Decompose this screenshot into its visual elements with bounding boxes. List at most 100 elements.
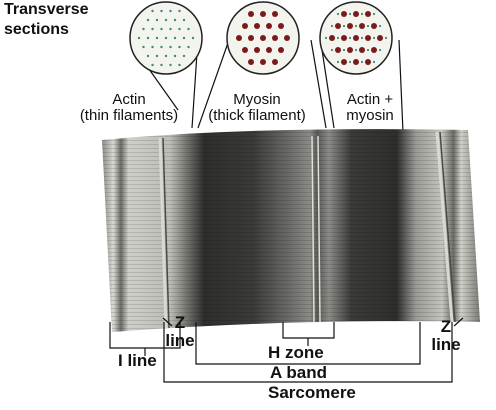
- myosin-filament-dot: [278, 23, 284, 29]
- actin-filament-dot: [178, 45, 181, 49]
- actin-filament-dot: [160, 27, 163, 31]
- myosin-filament-dot: [248, 35, 254, 41]
- actin-filament-dot: [372, 60, 376, 64]
- myosin-filament-dot: [353, 35, 359, 41]
- z-line-right: [435, 131, 454, 323]
- actin-filament-dot: [354, 48, 358, 52]
- z-line-right-label: Z line: [426, 318, 466, 354]
- actin-filament-dot: [169, 27, 172, 31]
- actin-filament-dot: [372, 12, 376, 16]
- actin-filament-dot: [348, 60, 352, 64]
- actin-filament-dot: [182, 54, 186, 58]
- actin-filament-dot: [146, 18, 150, 22]
- myosin-filament-dot: [266, 23, 272, 29]
- actin-filament-dot: [384, 36, 388, 40]
- myosin-filament-dot: [272, 35, 278, 41]
- myosin-filament-dot: [254, 47, 260, 53]
- actin-filament-dot: [336, 36, 340, 40]
- actin-filament-dot: [372, 36, 376, 40]
- myosin-label: Myosin (thick filament): [192, 92, 322, 124]
- actin-filament-dot: [160, 9, 163, 13]
- myosin-filament-dot: [353, 59, 359, 65]
- myosin-filament-dot: [347, 47, 353, 53]
- myosin-filament-dot: [236, 35, 242, 41]
- myosin-filament-dot: [272, 59, 278, 65]
- cross-section-actin-myosin: [319, 1, 393, 75]
- actin-myosin-label: Actin + myosin: [330, 92, 410, 124]
- myosin-filament-dot: [278, 47, 284, 53]
- actin-filament-dot: [142, 45, 145, 49]
- actin-filament-dot: [330, 48, 334, 52]
- actin-filament-dot: [348, 36, 352, 40]
- actin-filament-dot: [330, 24, 334, 28]
- actin-filament-dot: [146, 36, 150, 40]
- actin-filament-dot: [342, 48, 346, 52]
- actin-filament-dot: [137, 36, 141, 40]
- myosin-filament-dot: [341, 35, 347, 41]
- actin-filament-dot: [169, 63, 172, 67]
- myosin-label-line-1: Myosin: [233, 91, 281, 108]
- myosin-filament-dot: [284, 35, 290, 41]
- myosin-filament-dot: [341, 11, 347, 17]
- actin-filament-dot: [173, 54, 177, 58]
- myosin-filament-dot: [260, 59, 266, 65]
- actin-filament-dot: [366, 24, 370, 28]
- z-line-left-label-line-1: Z: [174, 313, 186, 332]
- myosin-filament-dot: [272, 11, 278, 17]
- title-line-1: Transverse: [4, 1, 89, 18]
- myosin-filament-dot: [365, 35, 371, 41]
- actin-filament-dot: [169, 9, 172, 13]
- actin-filament-dot: [342, 24, 346, 28]
- actin-filament-dot: [160, 45, 163, 49]
- band-brackets: [109, 317, 464, 383]
- cross-section-actin: [129, 1, 203, 75]
- actin-filament-dot: [151, 63, 154, 67]
- sarcomere-label: Sarcomere: [268, 383, 356, 402]
- actin-filament-dot: [164, 36, 168, 40]
- title-line-2: sections: [4, 21, 69, 38]
- sarcomere-micrograph: [102, 129, 480, 332]
- actin-filament-dot: [178, 9, 181, 13]
- actin-filament-dot: [155, 54, 159, 58]
- z-line-right-label-line-2: line: [431, 334, 461, 354]
- actin-filament-dot: [164, 18, 168, 22]
- myosin-filament-dot: [260, 35, 266, 41]
- actin-filament-dot: [191, 36, 195, 40]
- actin-filament-dot: [169, 45, 172, 49]
- myosin-filament-dot: [353, 11, 359, 17]
- actin-label-line-1: Actin: [112, 91, 146, 108]
- actin-filament-dot: [336, 60, 340, 64]
- actin-filament-dot: [378, 24, 382, 28]
- actin-label-line-2: (thin filaments): [79, 106, 179, 124]
- actin-filament-dot: [366, 48, 370, 52]
- actin-filament-dot: [178, 27, 181, 31]
- myosin-filament-dot: [365, 59, 371, 65]
- actin-filament-dot: [155, 18, 159, 22]
- i-line-label: I line: [118, 351, 157, 370]
- myosin-filament-dot: [248, 11, 254, 17]
- actin-filament-dot: [360, 60, 364, 64]
- myosin-filament-dot: [377, 35, 383, 41]
- actin-filament-dot: [178, 63, 181, 67]
- myosin-filament-dot: [254, 23, 260, 29]
- myosin-filament-dot: [359, 47, 365, 53]
- actin-filament-dot: [146, 54, 150, 58]
- myosin-filament-dot: [341, 59, 347, 65]
- z-line-right-label-line-1: Z: [440, 317, 452, 336]
- actin-filament-dot: [354, 24, 358, 28]
- myosin-filament-dot: [347, 23, 353, 29]
- myosin-filament-dot: [242, 47, 248, 53]
- z-line-left-label: Z line: [164, 314, 196, 350]
- h-zone-label: H zone: [268, 343, 324, 362]
- myosin-filament-dot: [260, 11, 266, 17]
- myosin-filament-dot: [365, 11, 371, 17]
- actin-filament-dot: [164, 54, 168, 58]
- actin-myosin-label-line-1: Actin +: [346, 91, 394, 108]
- myosin-filament-dot: [359, 23, 365, 29]
- myosin-filament-dot: [266, 47, 272, 53]
- a-band-label: A band: [270, 363, 327, 382]
- myosin-filament-dot: [371, 47, 377, 53]
- myosin-label-line-2: (thick filament): [208, 106, 306, 124]
